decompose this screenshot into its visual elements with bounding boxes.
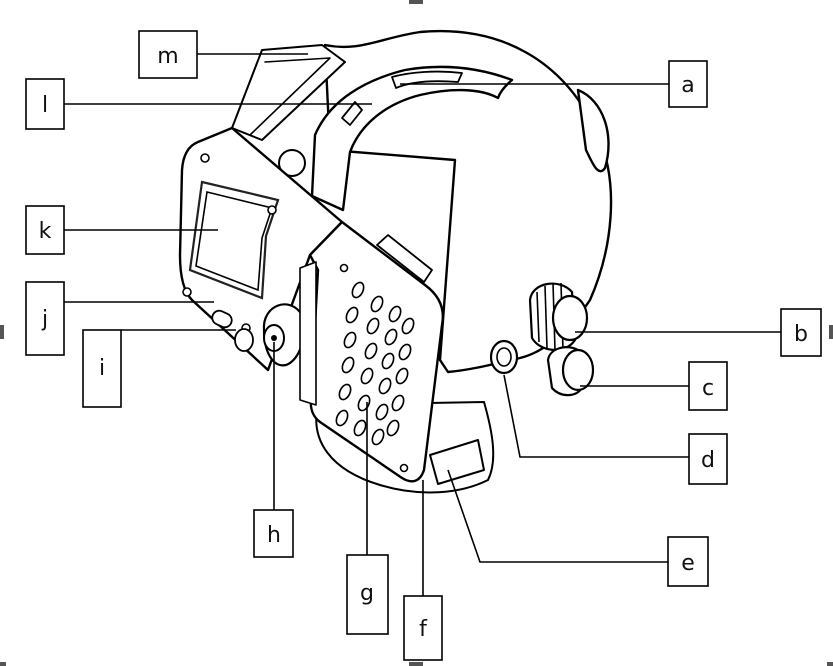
display-screen <box>188 180 280 300</box>
leader-lines <box>64 53 781 596</box>
svg-text:f: f <box>419 617 428 642</box>
svg-text:h: h <box>267 523 281 548</box>
label-a: a <box>668 60 708 108</box>
label-k: k <box>25 205 65 255</box>
label-b: b <box>780 308 822 357</box>
svg-text:d: d <box>701 448 715 473</box>
digital-level-drawing <box>178 29 613 494</box>
svg-text:i: i <box>99 356 105 381</box>
label-c: c <box>688 361 728 411</box>
focusing-knob <box>262 303 306 367</box>
label-l: l <box>25 78 65 130</box>
label-d: d <box>688 433 728 485</box>
svg-text:l: l <box>42 93 48 118</box>
svg-text:g: g <box>360 581 374 606</box>
svg-text:k: k <box>39 219 52 244</box>
leader-d <box>503 374 689 458</box>
upper-knob <box>528 282 589 351</box>
side-port <box>489 339 519 375</box>
eyepiece-bump <box>576 88 610 173</box>
body-slot <box>376 234 433 283</box>
label-i: i <box>82 329 122 408</box>
leader-e <box>447 469 668 563</box>
keypad-keys <box>335 263 415 473</box>
label-f: f <box>403 595 443 661</box>
power-button <box>234 328 254 352</box>
function-button <box>211 309 233 329</box>
svg-text:b: b <box>794 322 808 347</box>
svg-text:a: a <box>681 73 694 98</box>
label-j: j <box>25 281 65 356</box>
svg-text:c: c <box>702 376 714 401</box>
label-e: e <box>667 536 709 587</box>
lower-knob <box>546 346 595 397</box>
svg-text:j: j <box>41 307 48 332</box>
label-h: h <box>253 509 294 558</box>
label-g: g <box>346 554 389 635</box>
svg-text:e: e <box>681 551 695 576</box>
svg-text:m: m <box>157 44 178 69</box>
label-boxes: a b c d e f g h <box>25 30 822 661</box>
label-m: m <box>138 30 198 79</box>
circular-bubble <box>278 149 306 177</box>
